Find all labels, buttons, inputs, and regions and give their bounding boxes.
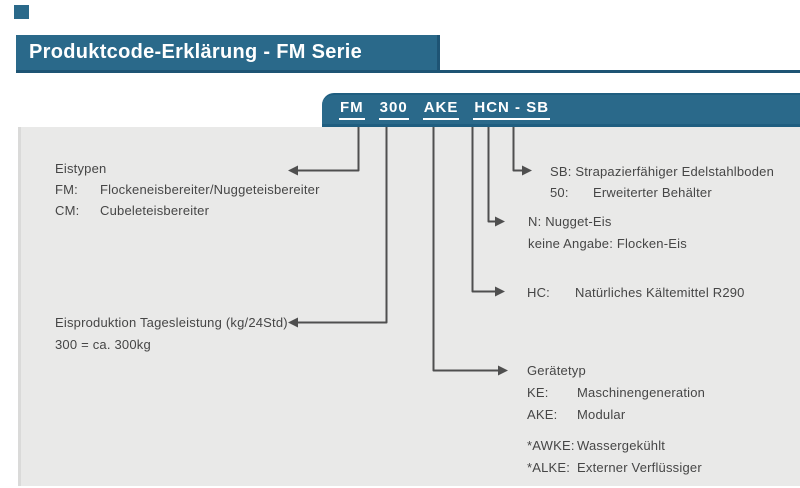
device-type-desc: Modular (577, 407, 626, 422)
refrigerant-row: HC: Natürliches Kältemittel R290 (527, 282, 745, 303)
bin-options-block: SB: Strapazierfähiger Edelstahlboden 50:… (550, 161, 774, 203)
brand-square (14, 5, 29, 19)
page-title-bar: Produktcode-Erklärung - FM Serie (16, 35, 440, 73)
ice-type-row-fm: FM: Flockeneisbereiter/Nuggeteisbereiter (55, 179, 320, 200)
bin-option-desc: Erweiterter Behälter (593, 185, 712, 200)
device-type-code: AKE: (527, 407, 558, 422)
diagram-panel (18, 127, 800, 486)
device-type-row-alke: *ALKE: Externer Verflüssiger (527, 457, 705, 479)
production-note: 300 = ca. 300kg (55, 337, 151, 352)
device-type-desc: Externer Verflüssiger (577, 460, 702, 475)
production-block: Eisproduktion Tagesleistung (kg/24Std) 3… (55, 312, 288, 356)
refrigerant-block: HC: Natürliches Kältemittel R290 (527, 282, 745, 303)
ice-form-flake: keine Angabe: Flocken-Eis (528, 236, 687, 251)
device-type-row-ake: AKE: Modular (527, 404, 705, 426)
device-type-desc: Maschinengeneration (577, 385, 706, 400)
ice-form-nugget: N: Nugget-Eis (528, 214, 612, 229)
page-title: Produktcode-Erklärung - FM Serie (29, 41, 362, 63)
device-type-code: KE: (527, 385, 549, 400)
device-type-title: Gerätetyp (527, 363, 586, 378)
code-segment-capacity: 300 (378, 99, 409, 120)
bin-option-50: 50: Erweiterter Behälter (550, 182, 774, 203)
refrigerant-desc: Natürliches Kältemittel R290 (575, 285, 745, 300)
ice-type-desc: Flockeneisbereiter/Nuggeteisbereiter (100, 182, 320, 197)
header-divider-rule (440, 70, 800, 73)
ice-types-title: Eistypen (55, 161, 107, 176)
code-segment-devicetype: AKE (422, 99, 460, 120)
ice-form-block: N: Nugget-Eis keine Angabe: Flocken-Eis (528, 211, 687, 255)
device-type-code: *AWKE: (527, 438, 575, 453)
bin-option-code: 50: (550, 185, 569, 200)
product-code-badge: FM 300 AKE HCN - SB (322, 93, 800, 127)
ice-type-desc: Cubeleteisbereiter (100, 203, 210, 218)
ice-type-code: FM: (55, 182, 78, 197)
ice-types-block: Eistypen FM: Flockeneisbereiter/Nuggetei… (55, 158, 320, 221)
device-type-block: Gerätetyp KE: Maschinengeneration AKE: M… (527, 360, 705, 479)
code-segment-series: FM (339, 99, 365, 120)
bin-option-sb: SB: Strapazierfähiger Edelstahlboden (550, 164, 775, 179)
device-type-code: *ALKE: (527, 460, 571, 475)
device-type-row-awke: *AWKE: Wassergekühlt (527, 435, 705, 457)
device-type-desc: Wassergekühlt (577, 438, 666, 453)
ice-type-row-cm: CM: Cubeleteisbereiter (55, 200, 320, 221)
refrigerant-code: HC: (527, 285, 550, 300)
production-title: Eisproduktion Tagesleistung (kg/24Std) (55, 315, 288, 330)
device-type-row-ke: KE: Maschinengeneration (527, 382, 705, 404)
ice-type-code: CM: (55, 203, 80, 218)
code-segment-options: HCN - SB (473, 99, 551, 120)
